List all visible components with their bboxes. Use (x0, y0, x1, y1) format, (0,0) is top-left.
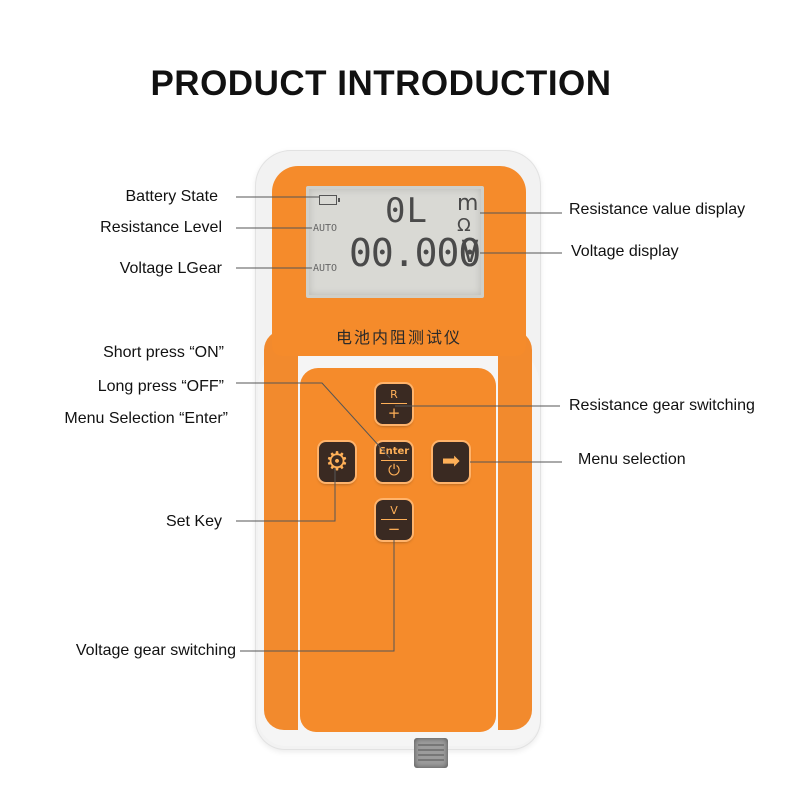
voltage-reading: 00.000 (349, 231, 481, 275)
menu-selection-key[interactable]: ➡ (433, 442, 469, 482)
label-short-press: Short press “ON” (103, 344, 224, 361)
voltage-gear-key[interactable]: V − (376, 500, 412, 540)
enter-key-divider (381, 460, 407, 461)
enter-key-label: Enter (378, 446, 410, 457)
label-menu-enter: Menu Selection “Enter” (64, 410, 228, 427)
v-key-minus: − (387, 520, 401, 538)
label-voltage-display: Voltage display (571, 243, 679, 260)
v-key-top: V (390, 504, 398, 517)
ohm-unit: Ω (457, 215, 471, 236)
page-title: PRODUCT INTRODUCTION (150, 64, 612, 103)
lcd-screen: AUTO AUTO 0L m Ω 00.000 V (306, 186, 484, 298)
r-key-divider (381, 403, 407, 404)
resistance-reading: 0L (385, 191, 428, 231)
resistance-gear-key[interactable]: R + (376, 384, 412, 424)
battery-icon (319, 195, 340, 205)
power-icon: ⏻ (388, 461, 400, 479)
device-name: 电池内阻测试仪 (335, 328, 462, 347)
voltage-unit: V (461, 235, 480, 270)
arrow-right-icon: ➡ (441, 449, 461, 474)
resistance-unit-prefix: m (457, 191, 479, 216)
label-battery-state: Battery State (125, 188, 219, 205)
set-key[interactable]: ⚙ (319, 442, 355, 482)
label-voltage-lgear: Voltage LGear (119, 260, 222, 277)
r-key-top: R (390, 388, 398, 401)
label-long-press: Long press “OFF” (97, 378, 224, 395)
device-side-right (498, 330, 532, 730)
gear-icon: ⚙ (325, 447, 349, 477)
device-side-left (264, 330, 298, 730)
label-menu-selection: Menu selection (578, 451, 686, 468)
auto-resistance-indicator: AUTO (313, 223, 338, 234)
label-resistance-gear: Resistance gear switching (569, 397, 755, 414)
label-resistance-level: Resistance Level (100, 219, 222, 236)
label-set-key: Set Key (165, 513, 222, 530)
label-resistance-value-display: Resistance value display (569, 201, 746, 218)
enter-power-key[interactable]: Enter ⏻ (376, 442, 412, 482)
label-voltage-gear: Voltage gear switching (75, 642, 236, 659)
auto-voltage-indicator: AUTO (313, 263, 338, 274)
v-key-divider (381, 519, 407, 520)
r-key-plus: + (387, 404, 401, 422)
probe-connector (414, 738, 448, 768)
